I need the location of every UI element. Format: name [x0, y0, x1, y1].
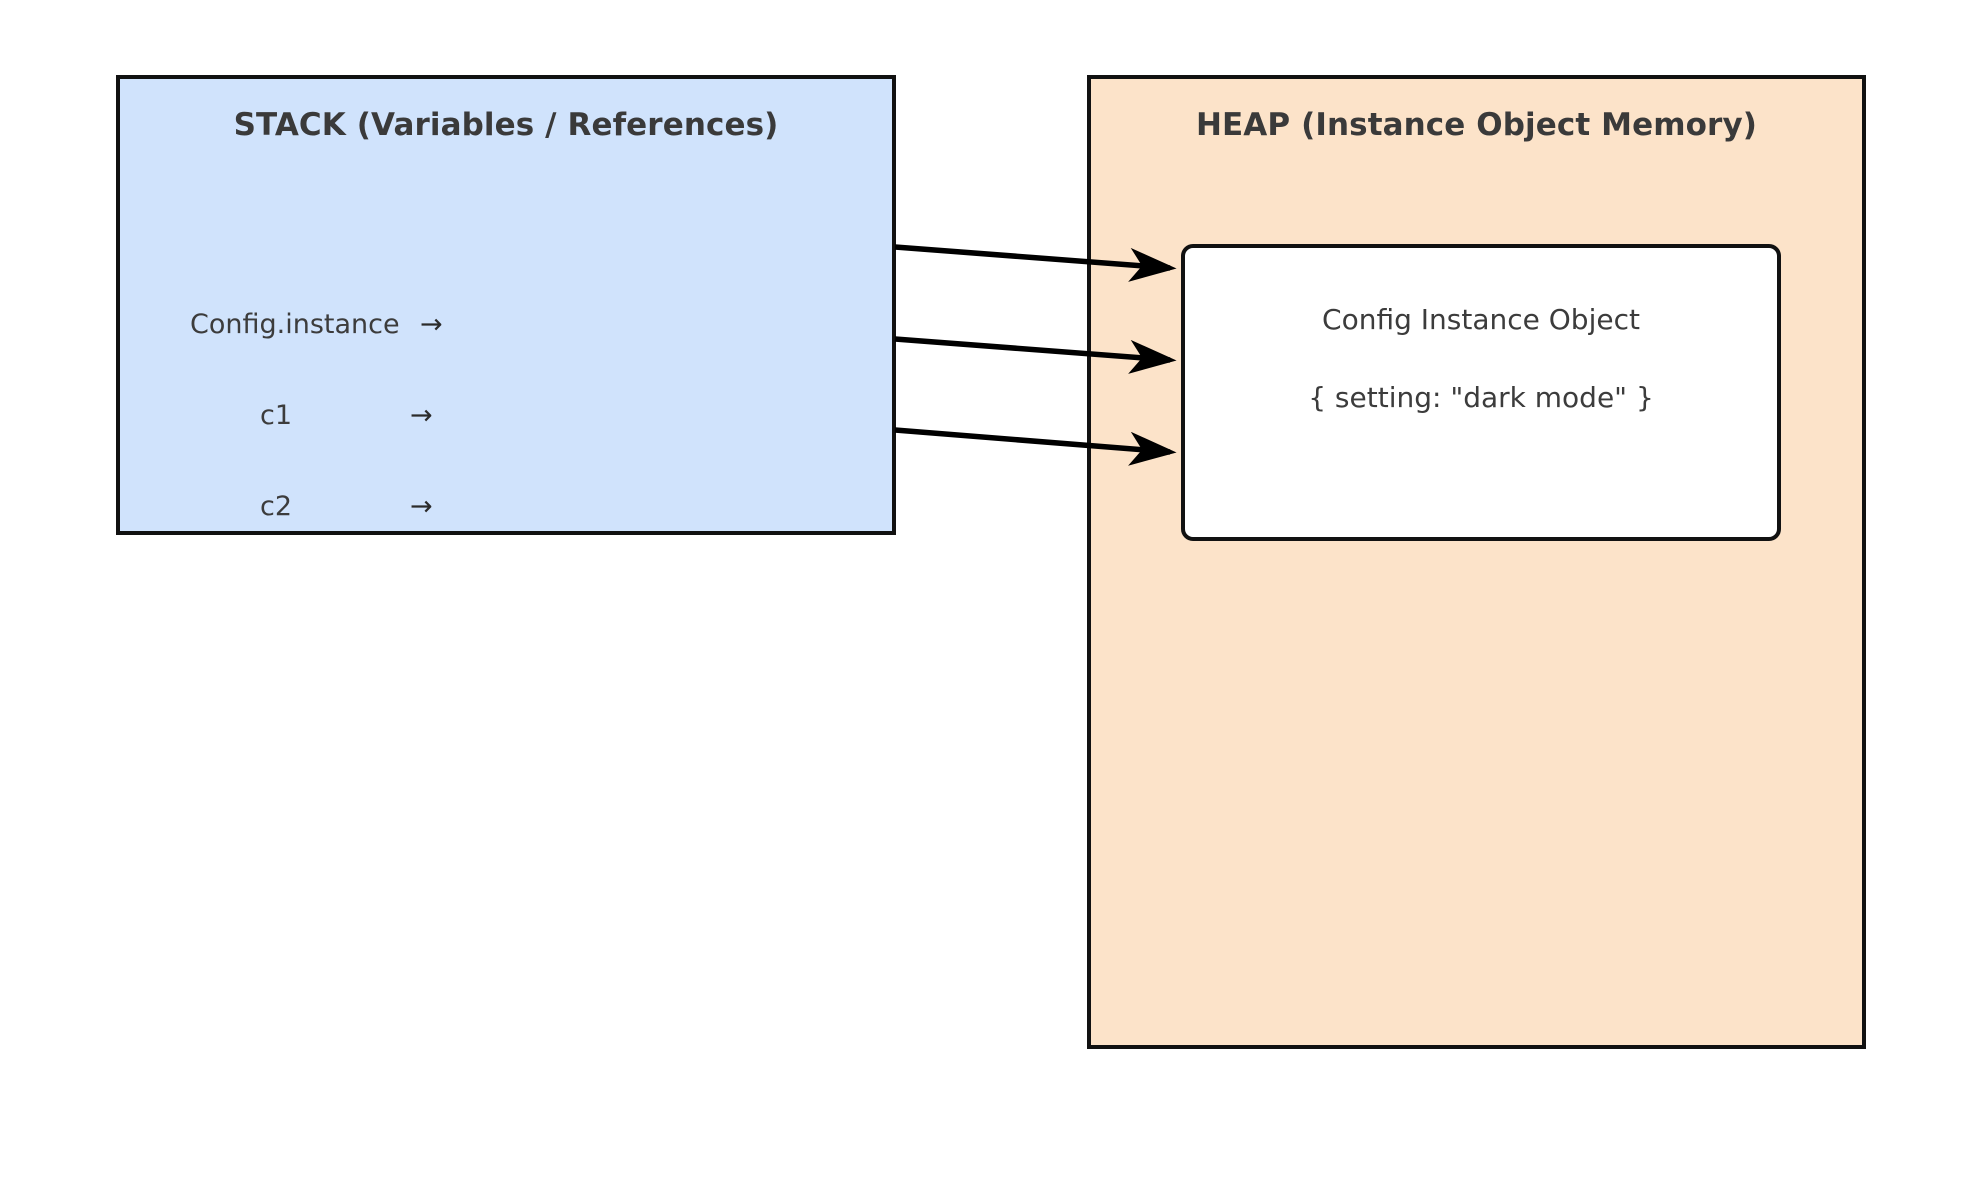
heap-region: HEAP (Instance Object Memory) Config Ins…: [1087, 75, 1866, 1049]
heap-object-box: Config Instance Object { setting: "dark …: [1181, 244, 1781, 541]
stack-slot-label: Config.instance: [190, 308, 400, 340]
stack-slot-label: c2: [260, 490, 293, 522]
right-arrow-icon: →: [410, 490, 433, 522]
stack-region-title: STACK (Variables / References): [233, 107, 779, 143]
stack-slot-c2: c2 →: [120, 486, 892, 526]
right-arrow-icon: →: [420, 308, 443, 340]
right-arrow-icon: →: [410, 399, 433, 431]
stack-slot-c1: c1 →: [120, 395, 892, 435]
heap-region-title: HEAP (Instance Object Memory): [1195, 107, 1758, 143]
stack-slot-label: c1: [260, 399, 293, 431]
stack-slot-config-instance: Config.instance →: [120, 304, 892, 344]
heap-object-state: { setting: "dark mode" }: [1308, 381, 1654, 414]
heap-object-title: Config Instance Object: [1322, 303, 1640, 336]
stack-region: STACK (Variables / References) Config.in…: [116, 75, 896, 535]
